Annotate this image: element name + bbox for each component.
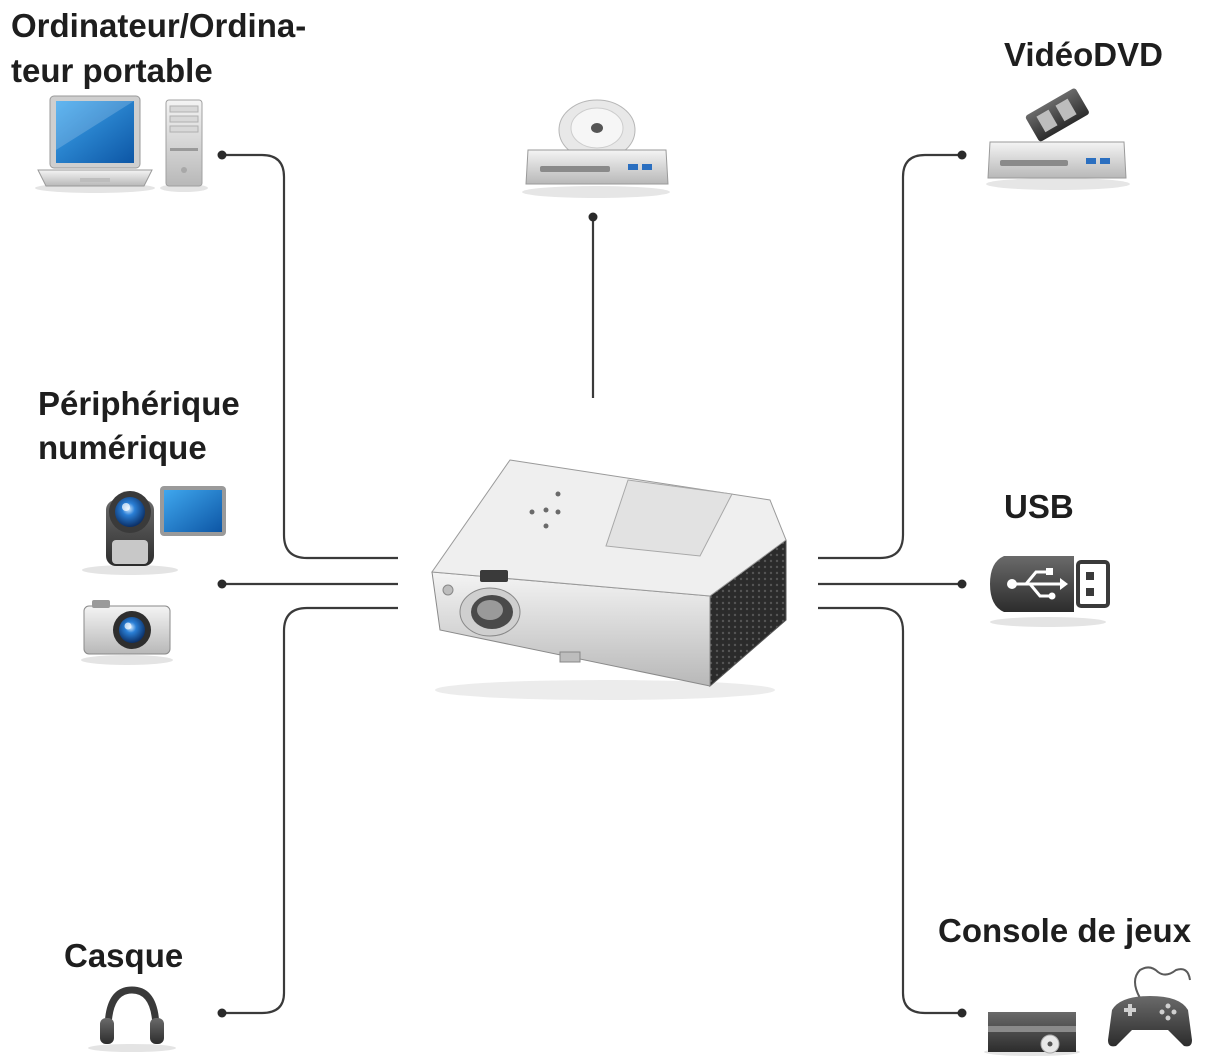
label-digital-line2: numérique: [38, 429, 207, 466]
wire-computer: [222, 153, 398, 560]
game-console-icon: [984, 1012, 1080, 1056]
wire-dot-dvd: [957, 150, 967, 160]
wire-dot-usb: [957, 579, 967, 589]
wires: [217, 150, 967, 1018]
wire-dot-player: [588, 212, 598, 222]
camera-icon: [81, 600, 173, 665]
label-video-dvd: VidéoDVD: [1004, 36, 1163, 73]
disc-player-icon: [522, 99, 670, 198]
projector-icon: [431, 459, 787, 700]
label-usb: USB: [1004, 488, 1074, 525]
wire-dot-digital: [217, 579, 227, 589]
label-game-console: Console de jeux: [938, 912, 1192, 949]
wire-dot-console: [957, 1008, 967, 1018]
camcorder-icon: [82, 486, 226, 575]
wire-dot-computer: [217, 150, 227, 160]
wire-headset: [222, 606, 398, 1015]
desktop-tower-icon: [160, 99, 208, 192]
gamepad-icon: [1108, 966, 1192, 1047]
wire-dot-headset: [217, 1008, 227, 1018]
wire-dvd: [818, 153, 962, 560]
headphones-icon: [88, 986, 176, 1052]
label-headset: Casque: [64, 937, 184, 974]
label-computer-line1: Ordinateur/Ordina-: [11, 7, 307, 44]
label-digital-line1: Périphérique: [38, 385, 240, 422]
label-computer-line2: teur portable: [11, 52, 213, 89]
usb-drive-icon: [990, 556, 1110, 627]
dvd-player-icon: [986, 88, 1130, 190]
laptop-icon: [35, 95, 155, 193]
wire-console: [818, 606, 962, 1015]
